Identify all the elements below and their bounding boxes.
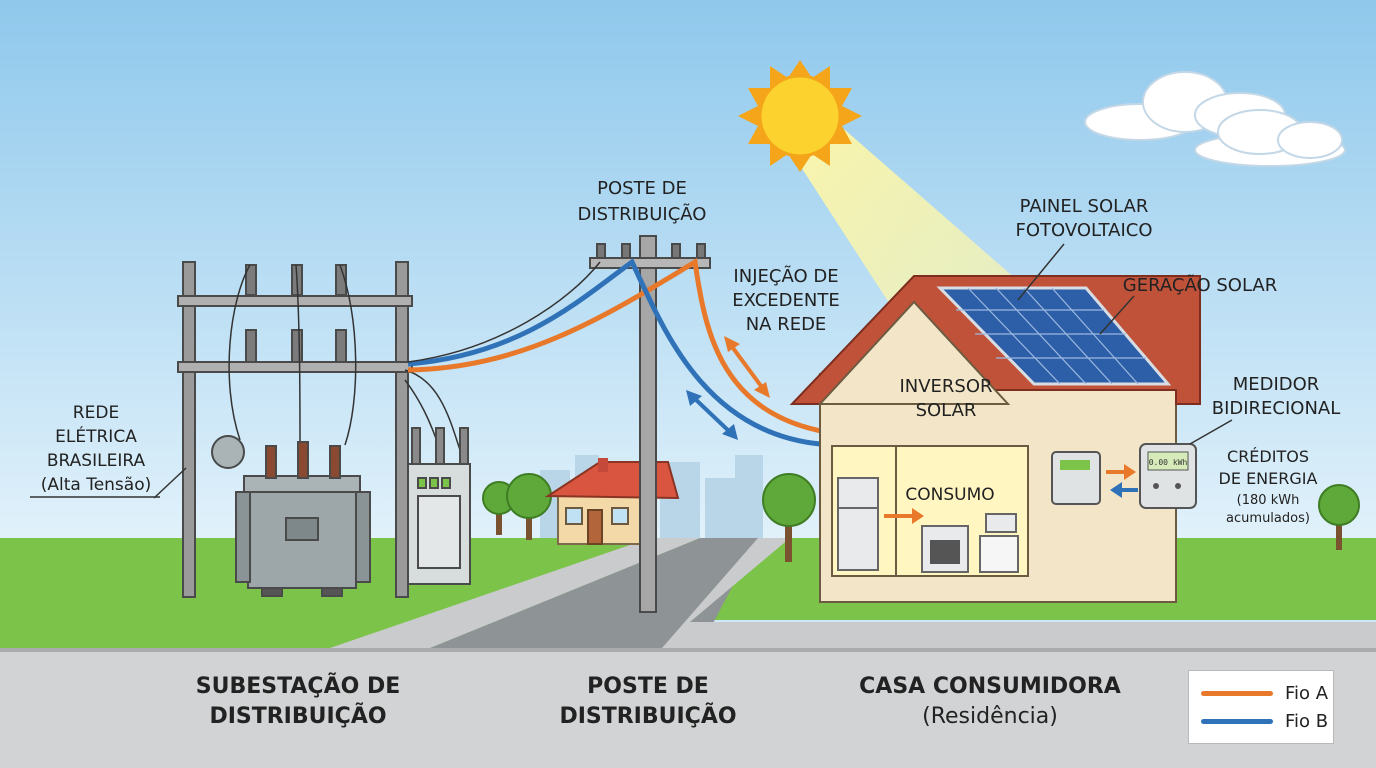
legend-item-fio-b: Fio B <box>1201 711 1329 732</box>
poste-title-line2: DISTRIBUIÇÃO <box>559 704 737 729</box>
svg-text:FOTOVOLTAICO: FOTOVOLTAICO <box>1015 220 1152 241</box>
casa-title: CASA CONSUMIDORA (Residência) <box>840 672 1140 732</box>
svg-text:INVERSOR: INVERSOR <box>899 376 992 397</box>
svg-text:POSTE DE: POSTE DE <box>597 178 687 199</box>
consumer-house <box>789 275 1201 603</box>
subestacao-title-line2: DISTRIBUIÇÃO <box>209 704 387 729</box>
utility-pole <box>589 235 711 613</box>
label-injecao: INJEÇÃO DE EXCEDENTE NA REDE <box>732 265 839 335</box>
fio-a-line <box>407 257 1052 467</box>
sun-icon <box>738 60 862 172</box>
sidewalk-left <box>330 538 700 648</box>
svg-text:BIDIRECIONAL: BIDIRECIONAL <box>1212 398 1341 419</box>
flow-arrow-icon <box>884 464 1138 524</box>
fio-b-swatch <box>1201 719 1273 724</box>
subestacao-title-line1: SUBESTAÇÃO DE <box>195 674 401 699</box>
legend-label-fio-a: Fio A <box>1285 683 1329 704</box>
leader-lines <box>153 243 1233 499</box>
microwave-icon <box>985 513 1017 533</box>
casa-title-line1: CASA CONSUMIDORA <box>859 674 1121 699</box>
grass-left <box>0 538 710 648</box>
poste-title-line1: POSTE DE <box>587 674 709 699</box>
label-consumo: CONSUMO <box>905 485 994 505</box>
legend-label-fio-b: Fio B <box>1285 711 1329 732</box>
svg-text:SOLAR: SOLAR <box>916 400 977 421</box>
svg-text:MEDIDOR: MEDIDOR <box>1233 374 1320 395</box>
legend: Fio A Fio B <box>1188 670 1334 744</box>
sun-beam <box>790 130 1040 320</box>
svg-text:(Alta Tensão): (Alta Tensão) <box>41 475 152 495</box>
tree-icon <box>482 473 1360 562</box>
inverter-icon <box>1051 451 1101 505</box>
svg-text:DE ENERGIA: DE ENERGIA <box>1219 469 1318 488</box>
label-geracao-solar: GERAÇÃO SOLAR <box>1123 274 1277 296</box>
poste-title: POSTE DE DISTRIBUIÇÃO <box>538 672 758 732</box>
svg-text:BRASILEIRA: BRASILEIRA <box>47 451 146 471</box>
svg-text:REDE: REDE <box>73 403 119 423</box>
label-painel-solar: PAINEL SOLAR FOTOVOLTAICO <box>1015 196 1152 241</box>
svg-text:ELÉTRICA: ELÉTRICA <box>55 425 137 447</box>
svg-text:PAINEL SOLAR: PAINEL SOLAR <box>1020 196 1149 217</box>
label-poste-top: POSTE DE DISTRIBUIÇÃO <box>578 178 707 225</box>
svg-text:CRÉDITOS: CRÉDITOS <box>1227 447 1309 466</box>
cloud-icon <box>1084 71 1346 167</box>
subestacao-title: SUBESTAÇÃO DE DISTRIBUIÇÃO <box>178 672 418 732</box>
label-medidor: MEDIDOR BIDIRECIONAL <box>1212 374 1341 419</box>
svg-text:INJEÇÃO DE: INJEÇÃO DE <box>733 265 838 287</box>
substation <box>177 261 471 598</box>
label-inversor: INVERSOR SOLAR <box>899 376 992 421</box>
svg-text:DISTRIBUIÇÃO: DISTRIBUIÇÃO <box>578 203 707 225</box>
road <box>430 538 758 648</box>
label-rede-eletrica: REDE ELÉTRICA BRASILEIRA (Alta Tensão) <box>41 403 152 495</box>
sidewalk-right <box>662 538 1376 648</box>
solar-panel <box>936 286 1172 386</box>
fio-b-line <box>407 258 1052 493</box>
legend-item-fio-a: Fio A <box>1201 683 1329 704</box>
label-creditos: CRÉDITOS DE ENERGIA (180 kWh acumulados) <box>1219 447 1318 526</box>
svg-text:(180 kWh: (180 kWh <box>1237 493 1300 508</box>
svg-text:EXCEDENTE: EXCEDENTE <box>732 290 839 311</box>
svg-text:NA REDE: NA REDE <box>746 314 827 335</box>
footer-band <box>0 650 1376 768</box>
svg-text:acumulados): acumulados) <box>1226 511 1310 526</box>
fio-a-swatch <box>1201 691 1273 696</box>
fridge-icon <box>837 477 879 571</box>
meter-display-text: 0.00 kWh <box>1149 458 1188 467</box>
casa-title-line2: (Residência) <box>922 704 1058 729</box>
bidirectional-arrow-icon <box>686 336 770 440</box>
